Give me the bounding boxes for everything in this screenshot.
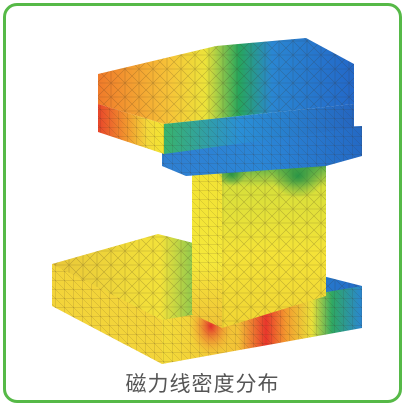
figure-frame: 磁力线密度分布 [3,3,402,403]
magnetic-flux-density-render [52,38,362,364]
top-plate [98,38,354,154]
center-pillar [192,154,326,328]
figure-caption: 磁力线密度分布 [125,372,280,396]
